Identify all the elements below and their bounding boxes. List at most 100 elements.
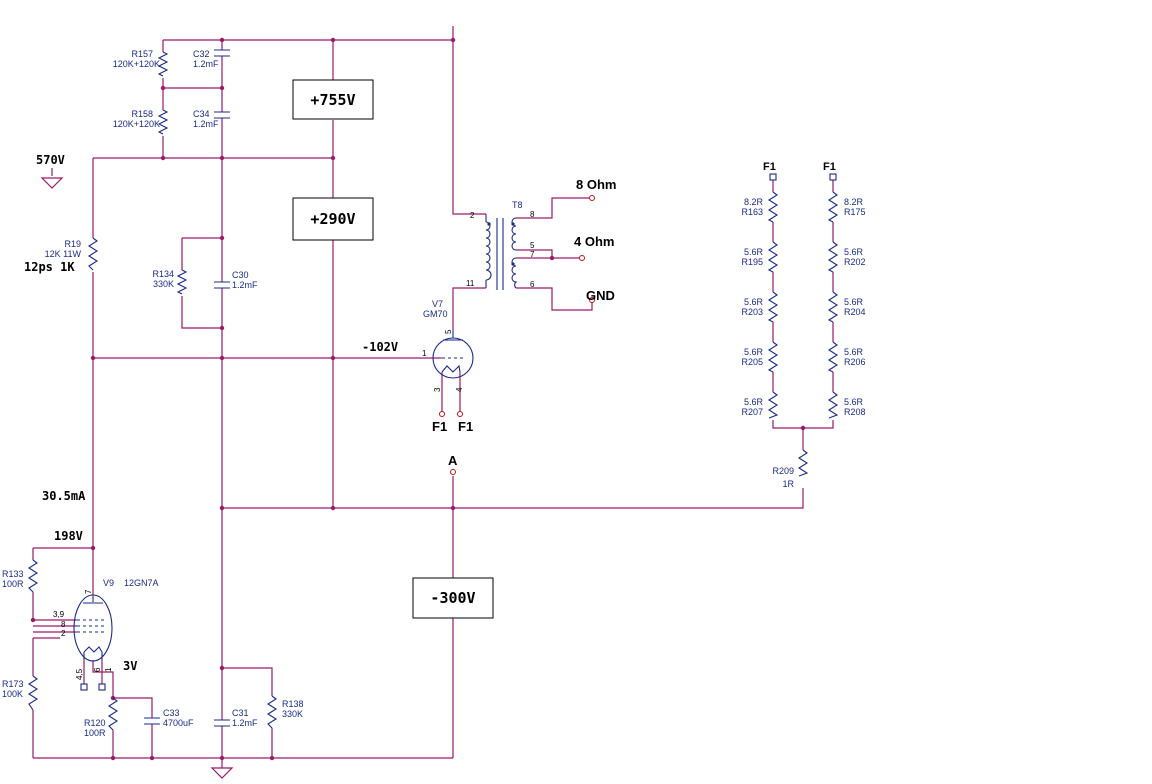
r205-symbol bbox=[767, 341, 779, 373]
r133-symbol bbox=[27, 559, 39, 593]
r19-symbol bbox=[87, 237, 99, 271]
r206-symbol bbox=[827, 341, 839, 373]
r157-symbol bbox=[157, 51, 169, 77]
wires bbox=[32, 26, 834, 766]
r134-ref: R134 bbox=[152, 269, 174, 279]
r175-value: 8.2R bbox=[844, 197, 864, 207]
t8-pin-8: 8 bbox=[530, 210, 535, 219]
v9-pin-4-5: 4,5 bbox=[75, 668, 84, 680]
c34-value: 1.2mF bbox=[193, 119, 219, 129]
r203-value: 5.6R bbox=[744, 297, 764, 307]
r163-value: 8.2R bbox=[744, 197, 764, 207]
r158-symbol bbox=[157, 109, 169, 135]
r173-symbol bbox=[27, 675, 39, 711]
t8-pin-5: 5 bbox=[530, 241, 535, 250]
r209-ref: R209 bbox=[772, 466, 794, 476]
r195-symbol bbox=[767, 241, 779, 273]
r19-ref: R19 bbox=[64, 239, 81, 249]
supply-755-label: +755V bbox=[310, 91, 355, 109]
v9-pin-6: 6 bbox=[93, 667, 102, 672]
v7-filament-f1-right: F1 bbox=[458, 419, 473, 434]
r138-ref: R138 bbox=[282, 699, 304, 709]
net-current: 30.5mA bbox=[42, 489, 86, 503]
c33-ref: C33 bbox=[163, 708, 180, 718]
net-neg102v: -102V bbox=[362, 340, 398, 354]
r133-value: 100R bbox=[2, 579, 24, 589]
supply-290-box: +290V bbox=[292, 197, 374, 241]
r19-rating: 12ps 1K bbox=[24, 260, 75, 274]
v7-ref: V7 bbox=[432, 299, 443, 309]
c34-ref: C34 bbox=[193, 109, 210, 119]
ground-symbols bbox=[40, 168, 234, 779]
r208-value: 5.6R bbox=[844, 397, 864, 407]
r175-ref: R175 bbox=[844, 207, 866, 217]
c30-symbol bbox=[214, 281, 230, 289]
supply-neg300-label: -300V bbox=[430, 589, 475, 607]
r208-ref: R208 bbox=[844, 407, 866, 417]
ladder-f1-left: F1 bbox=[763, 161, 776, 173]
r202-value: 5.6R bbox=[844, 247, 864, 257]
r134-symbol bbox=[176, 269, 188, 295]
net-570v: 570V bbox=[36, 153, 65, 167]
r120-ref: R120 bbox=[84, 718, 106, 728]
ladder-f1-right: F1 bbox=[823, 161, 836, 173]
r204-symbol bbox=[827, 291, 839, 323]
v9-value: 12GN7A bbox=[124, 578, 159, 588]
r206-value: 5.6R bbox=[844, 347, 864, 357]
ground-icon bbox=[210, 766, 234, 779]
r208-symbol bbox=[827, 391, 839, 419]
v7-value: GM70 bbox=[423, 309, 448, 319]
v7-pin-4: 4 bbox=[455, 387, 464, 392]
supply-755-box: +755V bbox=[292, 79, 374, 120]
capacitors bbox=[144, 49, 230, 727]
r133-ref: R133 bbox=[2, 569, 24, 579]
c31-value: 1.2mF bbox=[232, 718, 258, 728]
r138-value: 330K bbox=[282, 709, 303, 719]
r205-ref: R205 bbox=[741, 357, 763, 367]
v9-pin-1: 1 bbox=[104, 667, 113, 672]
r205-value: 5.6R bbox=[744, 347, 764, 357]
v9-pin-2: 2 bbox=[61, 629, 66, 638]
r163-ref: R163 bbox=[741, 207, 763, 217]
c34-symbol bbox=[214, 111, 230, 119]
v7-pin-5: 5 bbox=[444, 329, 453, 334]
v9-pin-7: 7 bbox=[84, 589, 93, 594]
r120-symbol bbox=[107, 697, 119, 731]
r209-value: 1R bbox=[782, 479, 794, 489]
r158-ref: R158 bbox=[131, 109, 153, 119]
r138-symbol bbox=[266, 695, 278, 729]
r207-symbol bbox=[767, 391, 779, 419]
r173-ref: R173 bbox=[2, 679, 24, 689]
net-198v: 198V bbox=[54, 529, 83, 543]
r207-ref: R207 bbox=[741, 407, 763, 417]
net-3v: 3V bbox=[123, 659, 137, 673]
r120-value: 100R bbox=[84, 728, 106, 738]
output-4ohm: 4 Ohm bbox=[574, 234, 614, 249]
tube-v9 bbox=[73, 594, 113, 662]
t8-pin-11: 11 bbox=[466, 279, 475, 288]
r204-value: 5.6R bbox=[844, 297, 864, 307]
v9-pin-8: 8 bbox=[61, 620, 66, 629]
c31-symbol bbox=[214, 719, 230, 727]
supply-290-label: +290V bbox=[310, 210, 355, 228]
t8-pin-2: 2 bbox=[470, 211, 475, 220]
c31-ref: C31 bbox=[232, 708, 249, 718]
r203-ref: R203 bbox=[741, 307, 763, 317]
c30-value: 1.2mF bbox=[232, 280, 258, 290]
r195-ref: R195 bbox=[741, 257, 763, 267]
node-a-label: A bbox=[448, 453, 458, 468]
r173-value: 100K bbox=[2, 689, 23, 699]
r204-ref: R204 bbox=[844, 307, 866, 317]
r158-value: 120K+120K bbox=[113, 119, 160, 129]
r206-ref: R206 bbox=[844, 357, 866, 367]
v7-pin-3: 3 bbox=[433, 387, 442, 392]
output-gnd: GND bbox=[586, 288, 615, 303]
terminals bbox=[80, 173, 837, 691]
resistors bbox=[27, 51, 839, 731]
v7-pin-1: 1 bbox=[422, 349, 427, 358]
r207-value: 5.6R bbox=[744, 397, 764, 407]
v9-pin-3-9: 3,9 bbox=[53, 610, 65, 619]
t8-ref: T8 bbox=[512, 200, 523, 210]
transformer-t8 bbox=[485, 214, 518, 290]
